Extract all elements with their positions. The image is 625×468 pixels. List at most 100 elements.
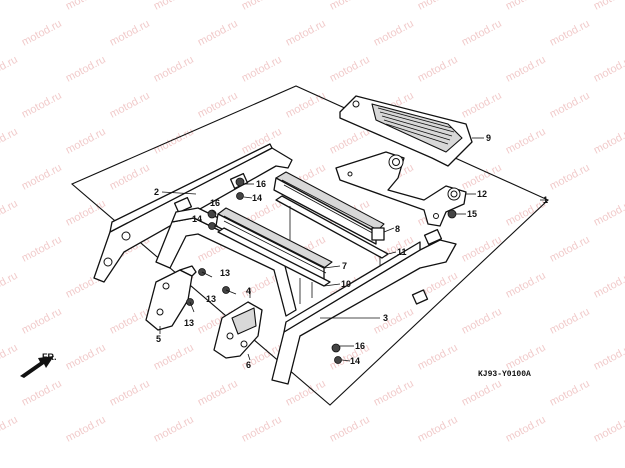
watermark-text-25: motod.ru — [196, 90, 240, 121]
watermark-text-96: motod.ru — [504, 414, 548, 445]
watermark-text-68: motod.ru — [20, 306, 64, 337]
callout-16-b: 16 — [210, 198, 220, 208]
part-8-rail[interactable] — [273, 171, 385, 245]
callout-14-c: 14 — [350, 356, 360, 366]
callout-14-a: 14 — [252, 193, 262, 203]
watermark-text-0: motod.ru — [0, 0, 20, 13]
watermark-text-26: motod.ru — [284, 90, 328, 121]
callout-12: 12 — [477, 189, 487, 199]
leader-lines — [159, 137, 548, 362]
watermark-text-5: motod.ru — [416, 0, 460, 13]
callout-9: 9 — [486, 133, 491, 143]
watermark-text-77: motod.ru — [152, 342, 196, 373]
watermark-text-52: motod.ru — [592, 198, 625, 229]
watermark-text-45: motod.ru — [0, 198, 20, 229]
watermark-text-91: motod.ru — [64, 414, 108, 445]
watermark-text-34: motod.ru — [328, 126, 372, 157]
watermark-text-20: motod.ru — [416, 54, 460, 85]
watermark-text-75: motod.ru — [0, 342, 20, 373]
watermark-text-14: motod.ru — [548, 18, 592, 49]
watermark-text-31: motod.ru — [64, 126, 108, 157]
watermark-text-7: motod.ru — [592, 0, 625, 13]
watermark-text-86: motod.ru — [284, 378, 328, 409]
watermark-text-85: motod.ru — [196, 378, 240, 409]
watermark-text-51: motod.ru — [504, 198, 548, 229]
watermark-text-10: motod.ru — [196, 18, 240, 49]
watermark-text-6: motod.ru — [504, 0, 548, 13]
watermark-text-9: motod.ru — [108, 18, 152, 49]
watermark-text-2: motod.ru — [152, 0, 196, 13]
watermark-text-97: motod.ru — [592, 414, 625, 445]
watermark-text-67: motod.ru — [592, 270, 625, 301]
watermark-text-1: motod.ru — [64, 0, 108, 13]
watermark-text-88: motod.ru — [460, 378, 504, 409]
watermark-text-39: motod.ru — [108, 162, 152, 193]
part-6-bracket[interactable] — [213, 301, 263, 359]
watermark-text-82: motod.ru — [592, 342, 625, 373]
watermark-text-37: motod.ru — [592, 126, 625, 157]
callout-16-a: 16 — [256, 179, 266, 189]
watermark-text-80: motod.ru — [416, 342, 460, 373]
watermark-text-8: motod.ru — [20, 18, 64, 49]
callout-7: 7 — [342, 261, 347, 271]
callout-16-c: 16 — [355, 341, 365, 351]
watermark-text-24: motod.ru — [108, 90, 152, 121]
callout-13-c: 13 — [184, 318, 194, 328]
watermark-text-90: motod.ru — [0, 414, 20, 445]
watermark-text-69: motod.ru — [108, 306, 152, 337]
watermark-text-30: motod.ru — [0, 126, 20, 157]
watermark-text-53: motod.ru — [20, 234, 64, 265]
watermark-text-23: motod.ru — [20, 90, 64, 121]
front-direction-indicator: FR. — [20, 352, 57, 378]
watermark-text-83: motod.ru — [20, 378, 64, 409]
watermark-text-16: motod.ru — [64, 54, 108, 85]
watermark-text-87: motod.ru — [372, 378, 416, 409]
diagram-code: KJ93-Y0100A — [478, 370, 531, 379]
callout-14-b: 14 — [192, 214, 202, 224]
watermark-text-36: motod.ru — [504, 126, 548, 157]
fastener-bolts — [186, 177, 457, 364]
callout-labels: 1 2 3 4 5 6 7 8 9 10 11 12 13 13 13 14 1… — [154, 133, 548, 370]
watermark-text-84: motod.ru — [108, 378, 152, 409]
watermark-text-3: motod.ru — [240, 0, 284, 13]
watermark-text-11: motod.ru — [284, 18, 328, 49]
watermark-text-74: motod.ru — [548, 306, 592, 337]
watermark-text-92: motod.ru — [152, 414, 196, 445]
watermark-text-32: motod.ru — [152, 126, 196, 157]
callout-6: 6 — [246, 360, 251, 370]
watermark-text-38: motod.ru — [20, 162, 64, 193]
part-12-bracket[interactable] — [335, 151, 467, 227]
watermark-text-66: motod.ru — [504, 270, 548, 301]
callout-13-b: 13 — [206, 294, 216, 304]
watermark-text-29: motod.ru — [548, 90, 592, 121]
watermark-text-76: motod.ru — [64, 342, 108, 373]
watermark-text-46: motod.ru — [64, 198, 108, 229]
watermark-text-94: motod.ru — [328, 414, 372, 445]
watermark-text-58: motod.ru — [460, 234, 504, 265]
part-7-rail[interactable] — [215, 207, 333, 281]
watermark-text-22: motod.ru — [592, 54, 625, 85]
callout-15: 15 — [467, 209, 477, 219]
callout-1: 1 — [543, 195, 548, 205]
watermark-text-13: motod.ru — [460, 18, 504, 49]
front-arrow-icon — [20, 356, 54, 378]
watermark-text-81: motod.ru — [504, 342, 548, 373]
callout-3: 3 — [383, 313, 388, 323]
watermark-text-12: motod.ru — [372, 18, 416, 49]
watermark-text-28: motod.ru — [460, 90, 504, 121]
watermark-text-15: motod.ru — [0, 54, 20, 85]
part-10-rod[interactable] — [217, 227, 331, 304]
callout-13-a: 13 — [220, 268, 230, 278]
watermark-text-60: motod.ru — [0, 270, 20, 301]
front-label: FR. — [42, 352, 57, 362]
callout-11: 11 — [397, 247, 407, 257]
watermark-text-17: motod.ru — [152, 54, 196, 85]
callout-10: 10 — [341, 279, 351, 289]
part-3-right-rail[interactable] — [271, 228, 457, 385]
watermark-text-59: motod.ru — [548, 234, 592, 265]
watermark-text-89: motod.ru — [548, 378, 592, 409]
watermark-text-93: motod.ru — [240, 414, 284, 445]
part-9-top-plate[interactable] — [339, 95, 473, 167]
